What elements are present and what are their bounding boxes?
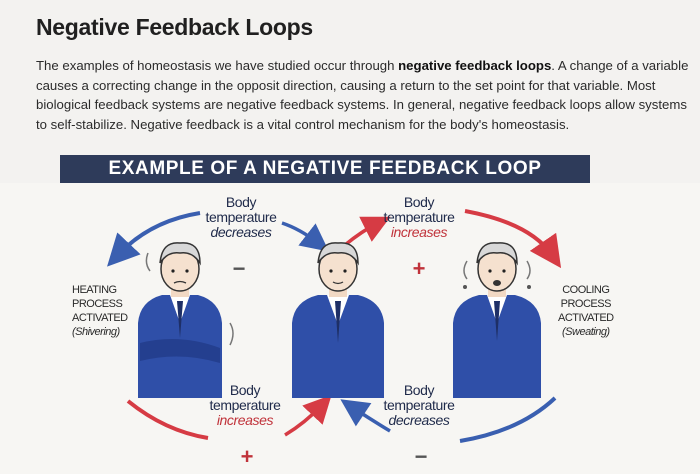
label-bottom-right-line2: temperature xyxy=(383,397,455,413)
cooling-line4: (Sweating) xyxy=(558,325,614,339)
arrow-top-left xyxy=(107,211,201,267)
arrow-top-right xyxy=(464,209,562,269)
sign-bottom-left: + xyxy=(240,444,254,469)
heating-line1: HEATING xyxy=(72,284,117,296)
cooling-line2: PROCESS xyxy=(560,298,612,310)
heating-line2: PROCESS xyxy=(72,298,123,310)
intro-text-2: . A change of a variable causes a correc… xyxy=(36,58,689,132)
cooling-line1: COOLING xyxy=(562,284,610,296)
label-bottom-left-line2: temperature xyxy=(209,397,281,413)
arrow-bottom-center-red xyxy=(284,394,332,437)
feedback-loop-diagram: Body temperature decreases − Body temper… xyxy=(0,183,700,474)
arrow-bottom-right xyxy=(459,396,557,443)
arrow-bottom-left xyxy=(126,399,209,440)
page-title: Negative Feedback Loops xyxy=(36,14,313,40)
label-bottom-left-verb: increases xyxy=(216,412,274,428)
arrow-top-center-blue xyxy=(281,221,330,252)
heating-line4: (Shivering) xyxy=(72,325,128,339)
sign-bottom-right: − xyxy=(414,444,428,469)
diagram-banner: EXAMPLE OF A NEGATIVE FEEDBACK LOOP xyxy=(60,155,590,183)
label-bottom-left: Body temperature increases xyxy=(200,383,290,428)
intro-text-1: The examples of homeostasis we have stud… xyxy=(36,58,399,73)
label-bottom-right-line1: Body xyxy=(403,382,435,398)
intro-bold-term: negative feedback loops xyxy=(398,58,552,73)
arrow-top-center-red xyxy=(343,216,391,247)
diagram-artwork xyxy=(107,209,562,443)
label-top-left-line2: temperature xyxy=(205,209,277,225)
label-top-right-line1: Body xyxy=(403,194,435,210)
heating-process-label: HEATING PROCESS ACTIVATED (Shivering) xyxy=(72,283,128,339)
label-top-left-verb: decreases xyxy=(210,224,272,240)
person-neutral xyxy=(292,242,384,398)
cooling-line3: ACTIVATED xyxy=(558,312,614,324)
label-bottom-right: Body temperature decreases xyxy=(374,383,464,428)
label-top-right: Body temperature increases xyxy=(374,195,464,240)
sign-top-right: + xyxy=(412,256,426,281)
person-sweating xyxy=(453,242,541,398)
sign-top-left: − xyxy=(232,256,246,281)
cooling-line4-text: (Sweating) xyxy=(562,326,610,338)
label-bottom-right-verb: decreases xyxy=(388,412,450,428)
heating-line3: ACTIVATED xyxy=(72,312,128,324)
cooling-process-label: COOLING PROCESS ACTIVATED (Sweating) xyxy=(558,283,614,339)
label-top-right-verb: increases xyxy=(390,224,448,240)
label-top-right-line2: temperature xyxy=(383,209,455,225)
intro-paragraph: The examples of homeostasis we have stud… xyxy=(36,56,696,134)
label-top-left: Body temperature decreases xyxy=(196,195,286,240)
heating-line4-text: (Shivering) xyxy=(72,326,120,338)
label-top-left-line1: Body xyxy=(225,194,257,210)
arrow-bottom-center-blue xyxy=(340,399,391,433)
person-shivering xyxy=(138,242,234,398)
label-bottom-left-line1: Body xyxy=(229,382,261,398)
